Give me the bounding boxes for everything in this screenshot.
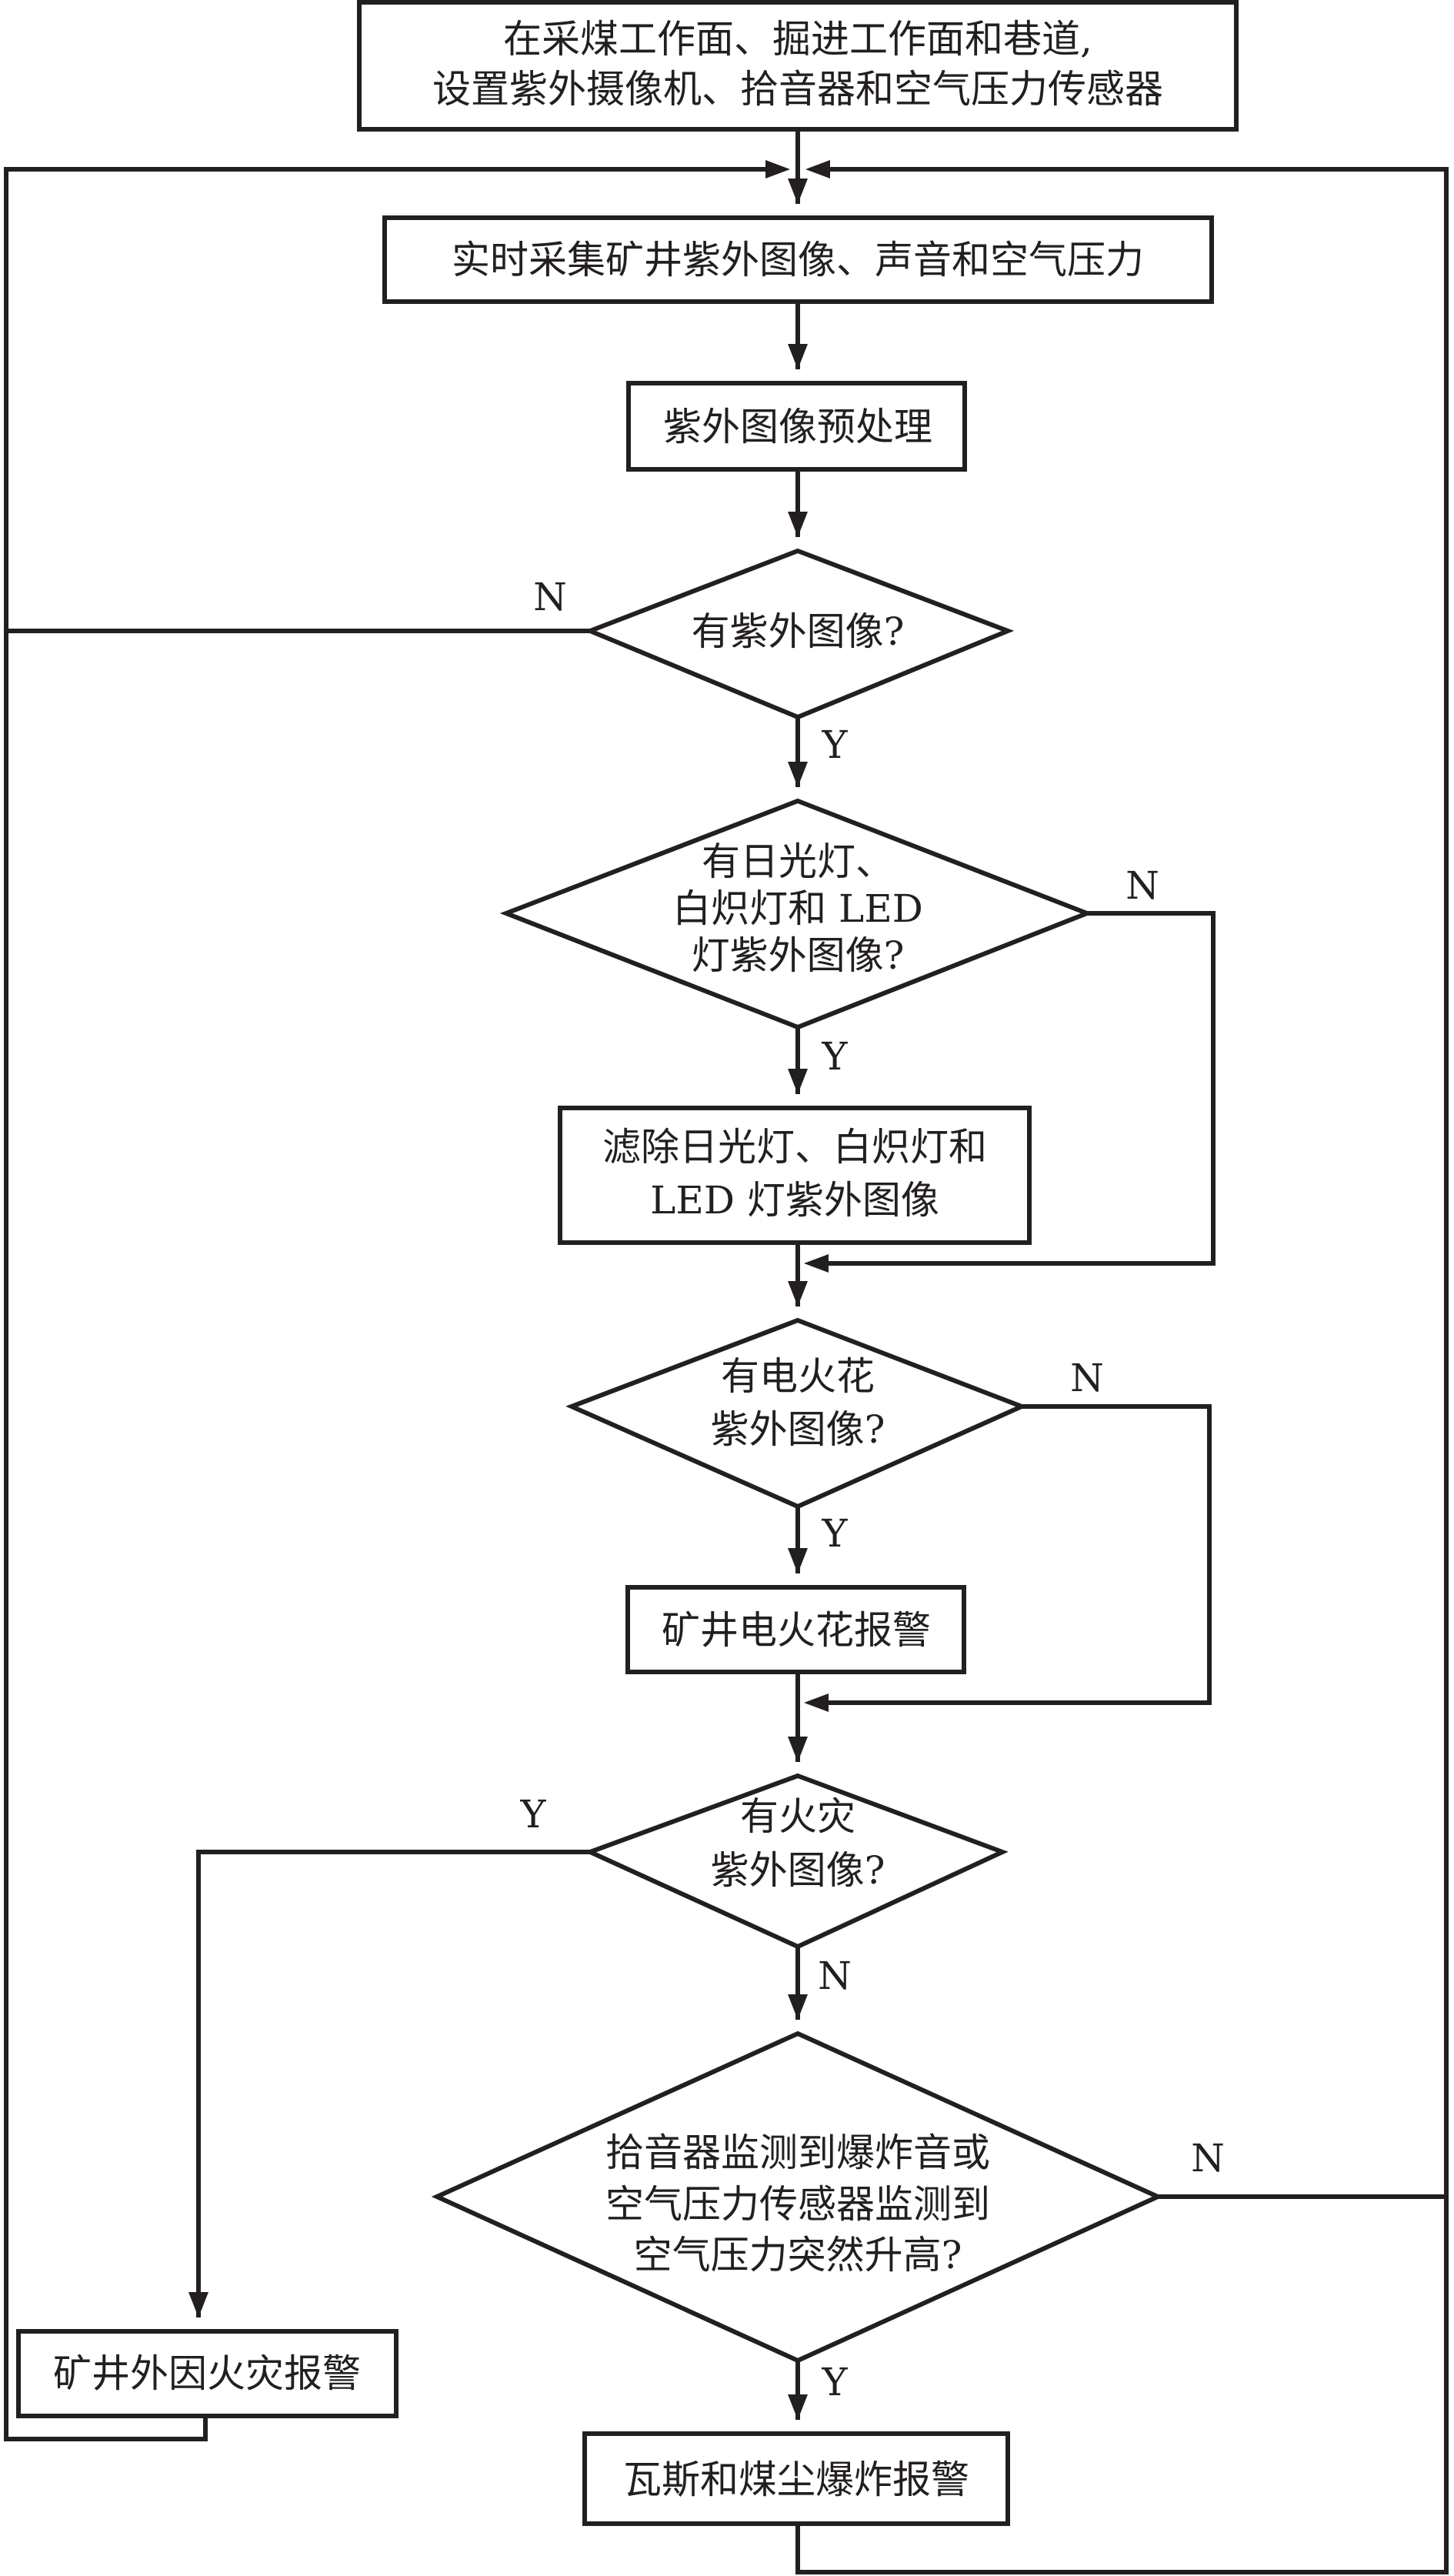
filter-line-2: LED 灯紫外图像 [650,1178,939,1223]
collect-line-1: 实时采集矿井紫外图像、声音和空气压力 [452,238,1144,282]
connectors [4,129,1449,2574]
has-spark-line-2: 紫外图像? [711,1407,885,1452]
explosion-check-diamond [431,2030,1164,2364]
arrow-into-has-lamp [788,762,808,787]
arrow-into-ext-fire-alarm [188,2292,208,2317]
spark-alarm-line-1: 矿井电火花报警 [662,1608,931,1653]
arrow-merge-spark [804,1693,829,1712]
filter-line-1: 滤除日光灯、白炽灯和 [602,1125,987,1170]
arrow-into-collect [788,179,808,204]
filter-box [558,1106,1032,1245]
setup-line-2: 设置紫外摄像机、拾音器和空气压力传感器 [432,67,1163,112]
edge-gas-alarm-loop [795,2197,1449,2574]
edge-has-spark-no-bypass [815,1404,1212,1705]
arrow-loop-right-in [805,160,830,179]
arrow-into-gas-alarm [788,2394,808,2420]
node-has-fire: 有火灾 紫外图像? [584,1773,1009,1950]
has-spark-line-1: 有电火花 [721,1354,875,1399]
label-has-lamp-yes: Y [821,1034,848,1079]
node-collect: 实时采集矿井紫外图像、声音和空气压力 [382,215,1214,304]
has-lamp-line-1: 有日光灯、 [702,839,894,884]
edge-has-uv-no-loop [4,167,781,633]
has-fire-diamond [584,1773,1009,1950]
arrow-into-has-fire [788,1737,808,1762]
has-fire-line-1: 有火灾 [740,1794,855,1839]
node-has-spark: 有电火花 紫外图像? [565,1317,1028,1510]
has-uv-diamond [583,548,1015,720]
explosion-check-line-3: 空气压力突然升高? [634,2233,962,2277]
gas-alarm-line-1: 瓦斯和煤尘爆炸报警 [623,2458,969,2502]
arrow-loop-left-in [765,160,790,179]
node-gas-alarm: 瓦斯和煤尘爆炸报警 [582,2431,1010,2526]
label-explosion-no: N [1191,2136,1225,2181]
label-explosion-yes: Y [821,2360,848,2404]
has-lamp-line-2: 白炽灯和 LED [672,886,923,931]
collect-box [382,215,1214,304]
node-has-uv: 有紫外图像? [583,548,1015,720]
edge-labels: N Y N Y N Y Y N N Y [519,575,1224,2404]
label-has-fire-yes: Y [519,1792,546,1837]
ext-fire-alarm-line-1: 矿井外因火灾报警 [53,2351,361,2396]
label-has-uv-no: N [533,575,567,619]
node-setup: 在采煤工作面、掘进工作面和巷道, 设置紫外摄像机、拾音器和空气压力传感器 [357,0,1239,132]
node-ext-fire-alarm: 矿井外因火灾报警 [16,2329,399,2418]
arrow-heads [188,160,830,2420]
preprocess-box [626,381,967,472]
setup-box [357,0,1239,132]
label-has-lamp-no: N [1126,863,1159,908]
preprocess-line-1: 紫外图像预处理 [663,405,932,449]
has-fire-line-2: 紫外图像? [711,1848,885,1893]
has-spark-diamond [565,1317,1028,1510]
edge-explosion-no-loop [815,167,1449,2199]
arrow-into-preprocess [788,344,808,369]
explosion-check-line-1: 拾音器监测到爆炸音或 [605,2131,990,2175]
node-spark-alarm: 矿井电火花报警 [625,1585,966,1674]
arrow-into-has-spark [788,1281,808,1306]
has-uv-line-1: 有紫外图像? [692,609,905,654]
arrow-into-has-uv [788,512,808,537]
arrow-merge-lamp [804,1254,829,1273]
ext-fire-alarm-box [16,2329,399,2418]
arrow-into-spark-alarm [788,1548,808,1573]
arrow-into-explosion-check [788,1994,808,2020]
has-lamp-diamond [499,798,1094,1030]
label-has-uv-yes: Y [821,722,848,767]
label-has-spark-yes: Y [821,1511,848,1556]
edge-has-fire-yes [196,1850,590,2317]
node-has-lamp: 有日光灯、 白炽灯和 LED 灯紫外图像? [499,798,1094,1030]
node-preprocess: 紫外图像预处理 [626,381,967,472]
edge-has-lamp-no-bypass [815,911,1216,1266]
node-filter: 滤除日光灯、白炽灯和 LED 灯紫外图像 [558,1106,1032,1245]
explosion-check-line-2: 空气压力传感器监测到 [605,2182,990,2227]
edge-ext-fire-to-rail [4,631,208,2441]
spark-alarm-box [625,1585,966,1674]
setup-line-1: 在采煤工作面、掘进工作面和巷道, [503,17,1092,62]
arrow-into-filter [788,1069,808,1094]
has-lamp-line-3: 灯紫外图像? [692,933,905,978]
label-has-spark-no: N [1070,1356,1104,1400]
label-has-fire-no: N [818,1954,852,1998]
gas-alarm-box [582,2431,1010,2526]
node-explosion-check: 拾音器监测到爆炸音或 空气压力传感器监测到 空气压力突然升高? [431,2030,1164,2364]
